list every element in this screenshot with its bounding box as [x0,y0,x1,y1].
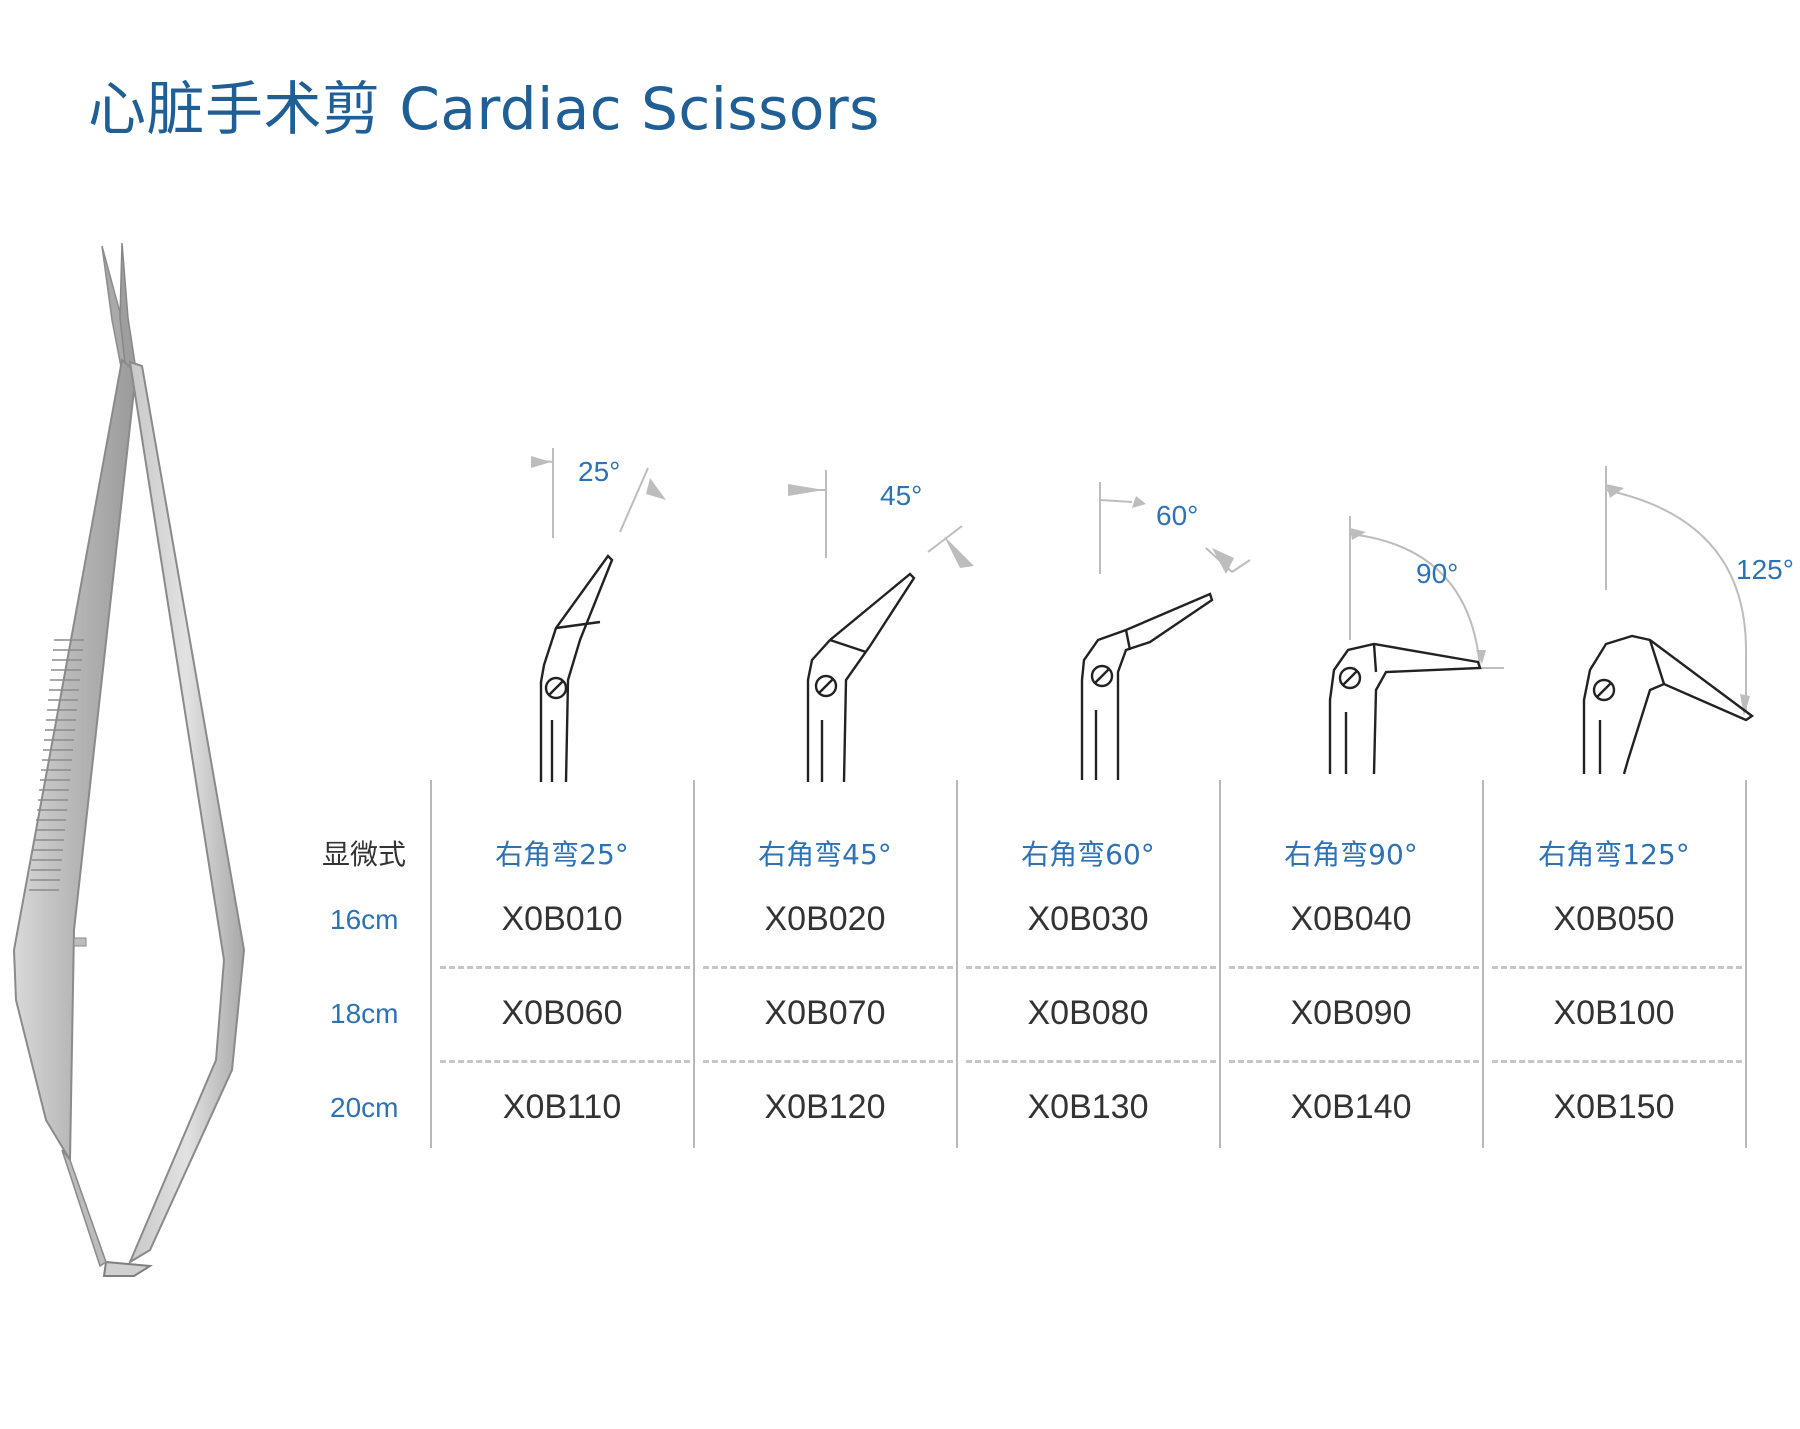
column-divider [430,780,432,1148]
column-divider [1219,780,1221,1148]
product-code: X0B100 [1553,994,1675,1032]
product-code: X0B110 [502,1088,622,1126]
tip-diagram-125 [1582,466,1755,775]
size-label-18cm: 18cm [330,998,399,1029]
product-code: X0B030 [1027,900,1149,938]
tip-diagram-45 [788,470,974,783]
product-code: X0B040 [1290,900,1412,938]
product-code: X0B050 [1553,900,1675,938]
row-divider [1229,966,1479,969]
row-divider [966,1060,1216,1063]
column-header-90: 右角弯90° [1284,838,1418,871]
product-code: X0B140 [1290,1088,1412,1126]
row-divider [1492,966,1742,969]
angle-label-45: 45° [880,480,923,511]
column-divider [956,780,958,1148]
column-header-45: 右角弯45° [758,838,892,871]
product-code: X0B090 [1290,994,1412,1032]
column-header-60: 右角弯60° [1021,838,1155,871]
tip-diagram-25 [531,448,666,783]
product-code: X0B120 [764,1088,886,1126]
product-code: X0B080 [1027,994,1149,1032]
size-label-20cm: 20cm [330,1092,399,1123]
page-title: 心脏手术剪 Cardiac Scissors [88,75,880,143]
column-divider [693,780,695,1148]
column-header-25: 右角弯25° [495,838,629,871]
row-divider [1229,1060,1479,1063]
angle-label-60: 60° [1156,500,1199,531]
column-divider [1745,780,1747,1148]
angle-label-90: 90° [1416,558,1459,589]
row-divider [966,966,1216,969]
row-divider [703,966,953,969]
product-code: X0B060 [501,994,623,1032]
row-divider [440,1060,690,1063]
size-label-16cm: 16cm [330,904,399,935]
type-label: 显微式 [322,838,407,871]
tip-diagram-60 [1080,482,1251,780]
column-header-125: 右角弯125° [1538,838,1690,871]
angle-label-25: 25° [578,456,621,487]
row-divider [703,1060,953,1063]
column-divider [1482,780,1484,1148]
product-code: X0B010 [501,900,623,938]
product-code: X0B070 [764,994,886,1032]
scissors-photo [12,242,246,1277]
row-divider [1492,1060,1742,1063]
product-code: X0B020 [764,900,886,938]
tip-diagram-90 [1328,516,1504,775]
product-code: X0B150 [1553,1088,1675,1126]
product-code: X0B130 [1027,1088,1149,1126]
row-divider [440,966,690,969]
angle-label-125: 125° [1736,554,1794,585]
